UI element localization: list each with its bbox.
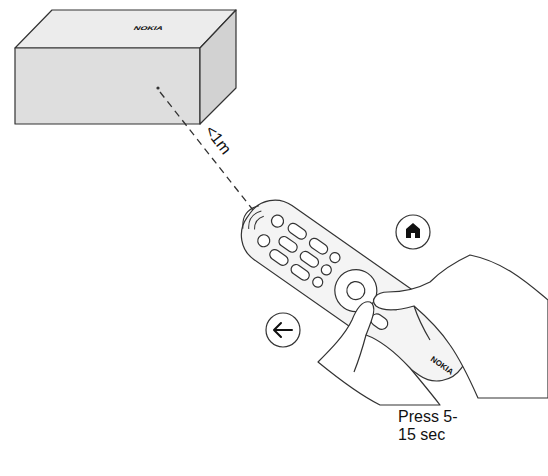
back-icon	[266, 313, 300, 347]
nokia-box	[15, 10, 236, 124]
hands	[318, 255, 548, 405]
ir-distance-line	[160, 92, 253, 210]
instruction-text: Press 5-15 sec	[398, 408, 468, 445]
brand-logo: NOKIA	[132, 25, 165, 31]
home-icon	[396, 215, 430, 249]
distance-label: <1m	[201, 122, 235, 158]
